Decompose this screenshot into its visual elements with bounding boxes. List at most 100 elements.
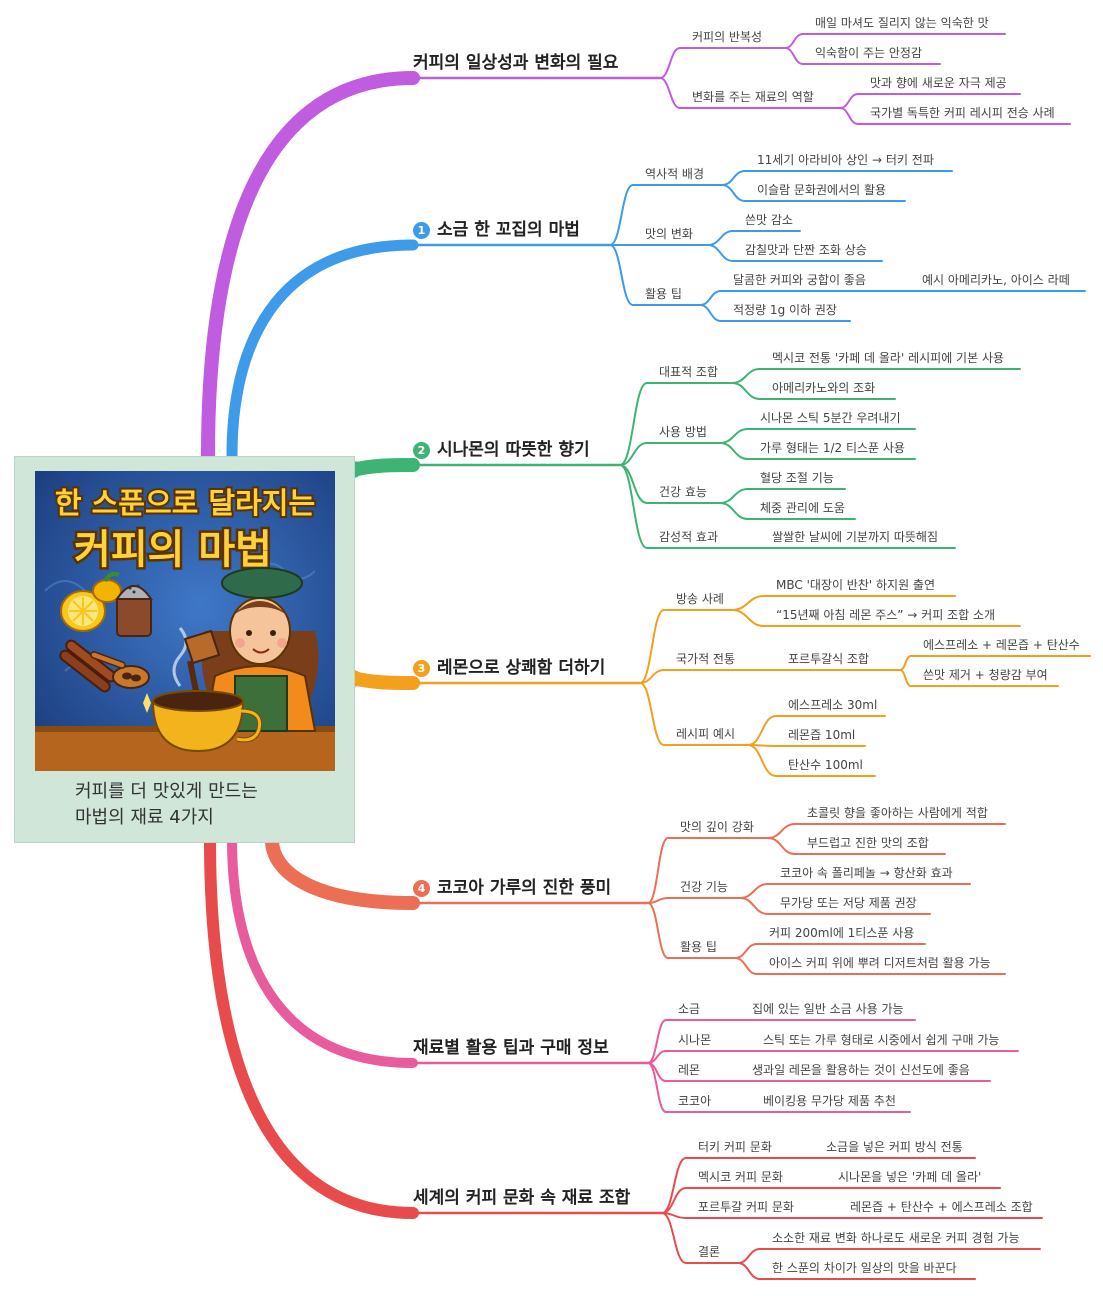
leaf-topic: 무가당 또는 저당 제품 권장 (780, 897, 917, 909)
leaf-topic-text: 시나몬을 넣은 '카페 데 올라' (838, 1170, 982, 1184)
detail-topic: 에스프레소 + 레몬즙 + 탄산수 (923, 639, 1080, 651)
subtopic-text: 결론 (698, 1245, 721, 1259)
leaf-topic-text: “15년째 아침 레몬 주스” → 커피 조합 소개 (776, 608, 996, 622)
leaf-topic: 시나몬을 넣은 '카페 데 올라' (838, 1171, 981, 1183)
subtopic-text: 건강 기능 (680, 880, 728, 894)
leaf-connector (737, 1262, 761, 1280)
leaf-topic-text: 맛과 향에 새로운 자극 제공 (870, 76, 1007, 90)
leaf-connector (699, 304, 722, 322)
leaf-topic: 코코아 속 폴리페놀 → 항산화 효과 (780, 867, 953, 879)
branch-title-text: 커피의 일상성과 변화의 필요 (413, 53, 619, 73)
leaf-topic: 한 스푼의 차이가 일상의 맛을 바꾼다 (772, 1262, 957, 1274)
leaf-topic-text: 가루 형태는 1/2 티스푼 사용 (760, 441, 905, 455)
leaf-topic-text: 달콤한 커피와 궁합이 좋음 (733, 273, 866, 287)
subtopic-text: 역사적 배경 (645, 167, 705, 181)
subtopic: 맛의 변화 (645, 228, 693, 240)
branch-root-connector (227, 835, 418, 1068)
branch-root-connector (265, 833, 420, 910)
detail-topic: 쓴맛 제거 + 청량감 부여 (923, 669, 1048, 681)
leaf-topic: 멕시코 전통 '카페 데 올라' 레시피에 기본 사용 (772, 352, 1004, 364)
detail-topic-text: 쓴맛 제거 + 청량감 부여 (923, 668, 1048, 682)
poster-title-line2: 커피의 마법 (74, 527, 272, 573)
subtopic-text: 활용 팁 (645, 287, 682, 301)
leaf-topic-text: 쓴맛 감소 (745, 213, 793, 227)
leaf-topic-text: 베이킹용 무가당 제품 추천 (763, 1094, 896, 1108)
leaf-topic-text: MBC '대장이 반찬' 하지원 출연 (776, 578, 936, 592)
branch-title-text: 시나몬의 따뜻한 향기 (437, 440, 590, 460)
leaf-topic: 레몬즙 + 탄산수 + 에스프레소 조합 (850, 1201, 1033, 1213)
subtopic-text: 맛의 깊이 강화 (680, 820, 754, 834)
subtopic-text: 시나몬 (678, 1033, 712, 1047)
leaf-topic: 초콜릿 향을 좋아하는 사람에게 적합 (807, 807, 988, 819)
subtopic-text: 변화를 주는 재료의 역할 (692, 90, 814, 104)
branch-title-text: 세계의 커피 문화 속 재료 조합 (413, 1188, 631, 1208)
subtopic: 역사적 배경 (645, 168, 704, 180)
leaf-topic: 이슬람 문화권에서의 활용 (757, 184, 886, 196)
leaf-connector (747, 744, 777, 777)
leaf-topic-text: 아메리카노와의 조화 (772, 381, 876, 395)
branch-title: 커피의 일상성과 변화의 필요 (413, 55, 618, 72)
leaf-topic: 소소한 재료 변화 하나로도 새로운 커피 경험 가능 (772, 1232, 1020, 1244)
leaf-topic-text: 이슬람 문화권에서의 활용 (757, 183, 887, 197)
subtopic: 방송 사례 (676, 593, 724, 605)
subtopic-text: 방송 사례 (676, 592, 724, 606)
branch-root-connector (226, 239, 419, 461)
subtopic: 대표적 조합 (659, 366, 718, 378)
leaf-topic-text: 코코아 속 폴리페놀 → 항산화 효과 (780, 866, 953, 880)
sub-connector (619, 382, 648, 466)
coffee-cup-icon (151, 690, 263, 753)
sub-connector (647, 902, 669, 959)
leaf-topic: 맛과 향에 새로운 자극 제공 (870, 77, 1007, 89)
subtopic-text: 코코아 (678, 1094, 712, 1108)
subtopic: 건강 기능 (680, 881, 728, 893)
subtopic: 레시피 예시 (676, 728, 735, 740)
leaf-topic-text: 에스프레소 30ml (788, 698, 878, 712)
branch-title-text: 재료별 활용 팁과 구매 정보 (413, 1038, 609, 1058)
branch-number-badge: 2 (413, 442, 430, 459)
subtopic: 맛의 깊이 강화 (680, 821, 754, 833)
branch-number-badge: 1 (413, 222, 430, 239)
branch-root-connector (204, 834, 419, 1219)
subtopic-text: 건강 효능 (659, 485, 707, 499)
subtopic: 건강 효능 (659, 486, 707, 498)
subtopic-text: 대표적 조합 (659, 365, 719, 379)
leaf-topic: “15년째 아침 레몬 주스” → 커피 조합 소개 (776, 609, 995, 621)
subtopic-text: 멕시코 커피 문화 (698, 1170, 783, 1184)
leaf-topic: 쓴맛 감소 (745, 214, 793, 226)
subtopic: 코코아 (678, 1095, 711, 1107)
leaf-topic: 적정량 1g 이하 권장 (733, 304, 837, 316)
subtopic-text: 감성적 효과 (659, 530, 719, 544)
branch-title: 2 시나몬의 따뜻한 향기 (413, 442, 590, 459)
leaf-topic: 쌀쌀한 날씨에 기분까지 따뜻해짐 (772, 531, 938, 543)
leaf-connector (721, 184, 746, 202)
leaf-topic: 달콤한 커피와 궁합이 좋음 (733, 274, 866, 286)
leaf-topic: 소금을 넣은 커피 방식 전통 (826, 1141, 963, 1153)
leaf-topic-text: 멕시코 전통 '카페 데 올라' 레시피에 기본 사용 (772, 351, 1005, 365)
branch-root-connector (346, 671, 420, 690)
lemon-icon (60, 571, 122, 632)
leaf-topic-text: 초콜릿 향을 좋아하는 사람에게 적합 (807, 806, 988, 820)
sub-connector (647, 1062, 667, 1113)
leaf-topic: 아메리카노와의 조화 (772, 382, 875, 394)
leaf-topic: 혈당 조절 기능 (760, 472, 834, 484)
branch-root-connector (201, 71, 420, 462)
leaf-topic-text: 포르투갈식 조합 (788, 652, 870, 666)
sub-connector (639, 609, 665, 684)
central-caption: 커피를 더 맛있게 만드는 마법의 재료 4가지 (75, 781, 258, 828)
leaf-connector (767, 837, 796, 855)
sub-connector (609, 184, 634, 246)
subtopic-text: 레몬 (678, 1063, 701, 1077)
branch-title: 세계의 커피 문화 속 재료 조합 (413, 1190, 630, 1207)
leaf-topic: 체중 관리에 도움 (760, 502, 845, 514)
leaf-topic: MBC '대장이 반찬' 하지원 출연 (776, 579, 935, 591)
subtopic: 멕시코 커피 문화 (698, 1171, 783, 1183)
subtopic: 변화를 주는 재료의 역할 (692, 91, 814, 103)
leaf-topic: 포르투갈식 조합 (788, 653, 869, 665)
leaf-topic: 감칠맛과 단짠 조화 상승 (745, 244, 867, 256)
leaf-topic-text: 11세기 아라비아 상인 → 터키 전파 (757, 153, 934, 167)
central-topic: 한 스푼으로 달라지는 커피의 마법 (14, 456, 355, 843)
detail-topic-text: 에스프레소 + 레몬즙 + 탄산수 (923, 638, 1080, 652)
detail-connector (899, 669, 912, 687)
